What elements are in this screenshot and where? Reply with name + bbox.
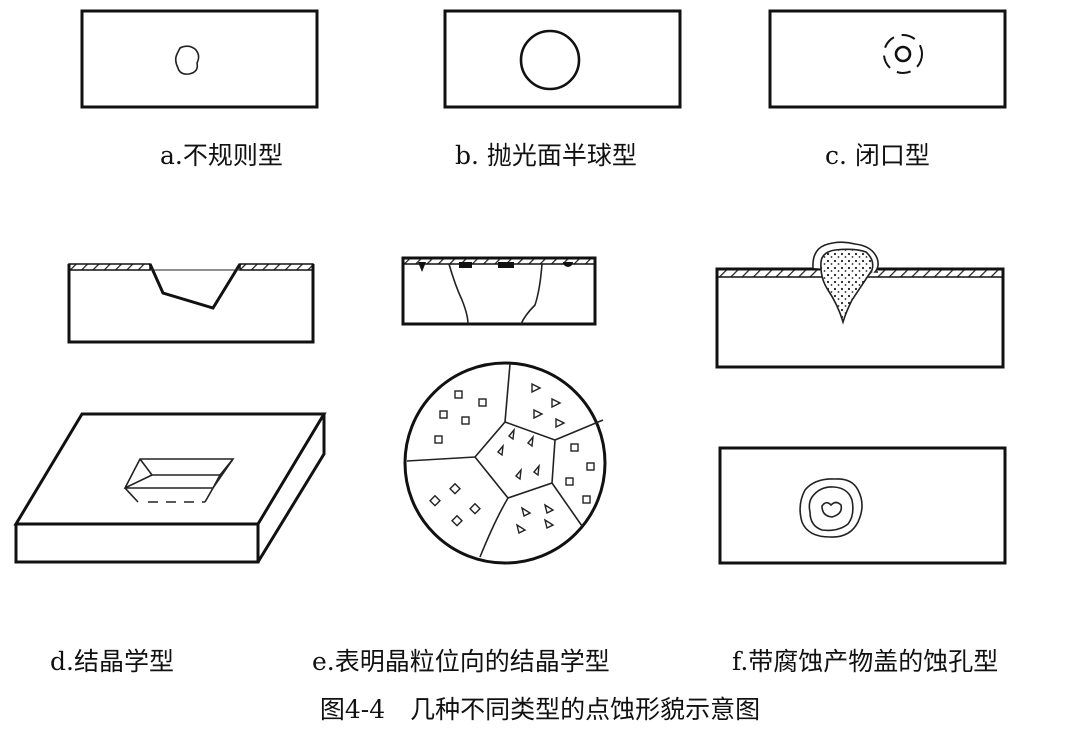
panel-f-capped-pit: f.带腐蚀产物盖的蚀孔型: [715, 241, 1007, 676]
closed-pit-outline: [883, 34, 923, 74]
panel-b-hemispherical: b. 抛光面半球型: [443, 9, 682, 170]
panel-a-irregular: a.不规则型: [80, 9, 319, 170]
irregular-pit: [174, 45, 200, 75]
label-f: f.带腐蚀产物盖的蚀孔型: [732, 647, 998, 676]
label-a: a.不规则型: [160, 141, 283, 170]
panel-c-closed: c. 闭口型: [768, 9, 1007, 170]
panel-d-crystallographic: d.结晶学型: [13, 263, 327, 676]
figure-caption: 图4-4 几种不同类型的点蚀形貌示意图: [320, 695, 760, 724]
label-c: c. 闭口型: [825, 141, 930, 170]
etch-figures: [429, 382, 595, 535]
label-d: d.结晶学型: [50, 647, 174, 676]
label-b: b. 抛光面半球型: [455, 141, 637, 170]
hemispherical-pit: [519, 29, 581, 91]
panel-e-grain-orientation: e.表明晶粒位向的结晶学型: [312, 256, 610, 676]
corrosion-product: [820, 248, 874, 325]
closed-pit: [894, 45, 912, 63]
label-e: e.表明晶粒位向的结晶学型: [312, 647, 610, 676]
